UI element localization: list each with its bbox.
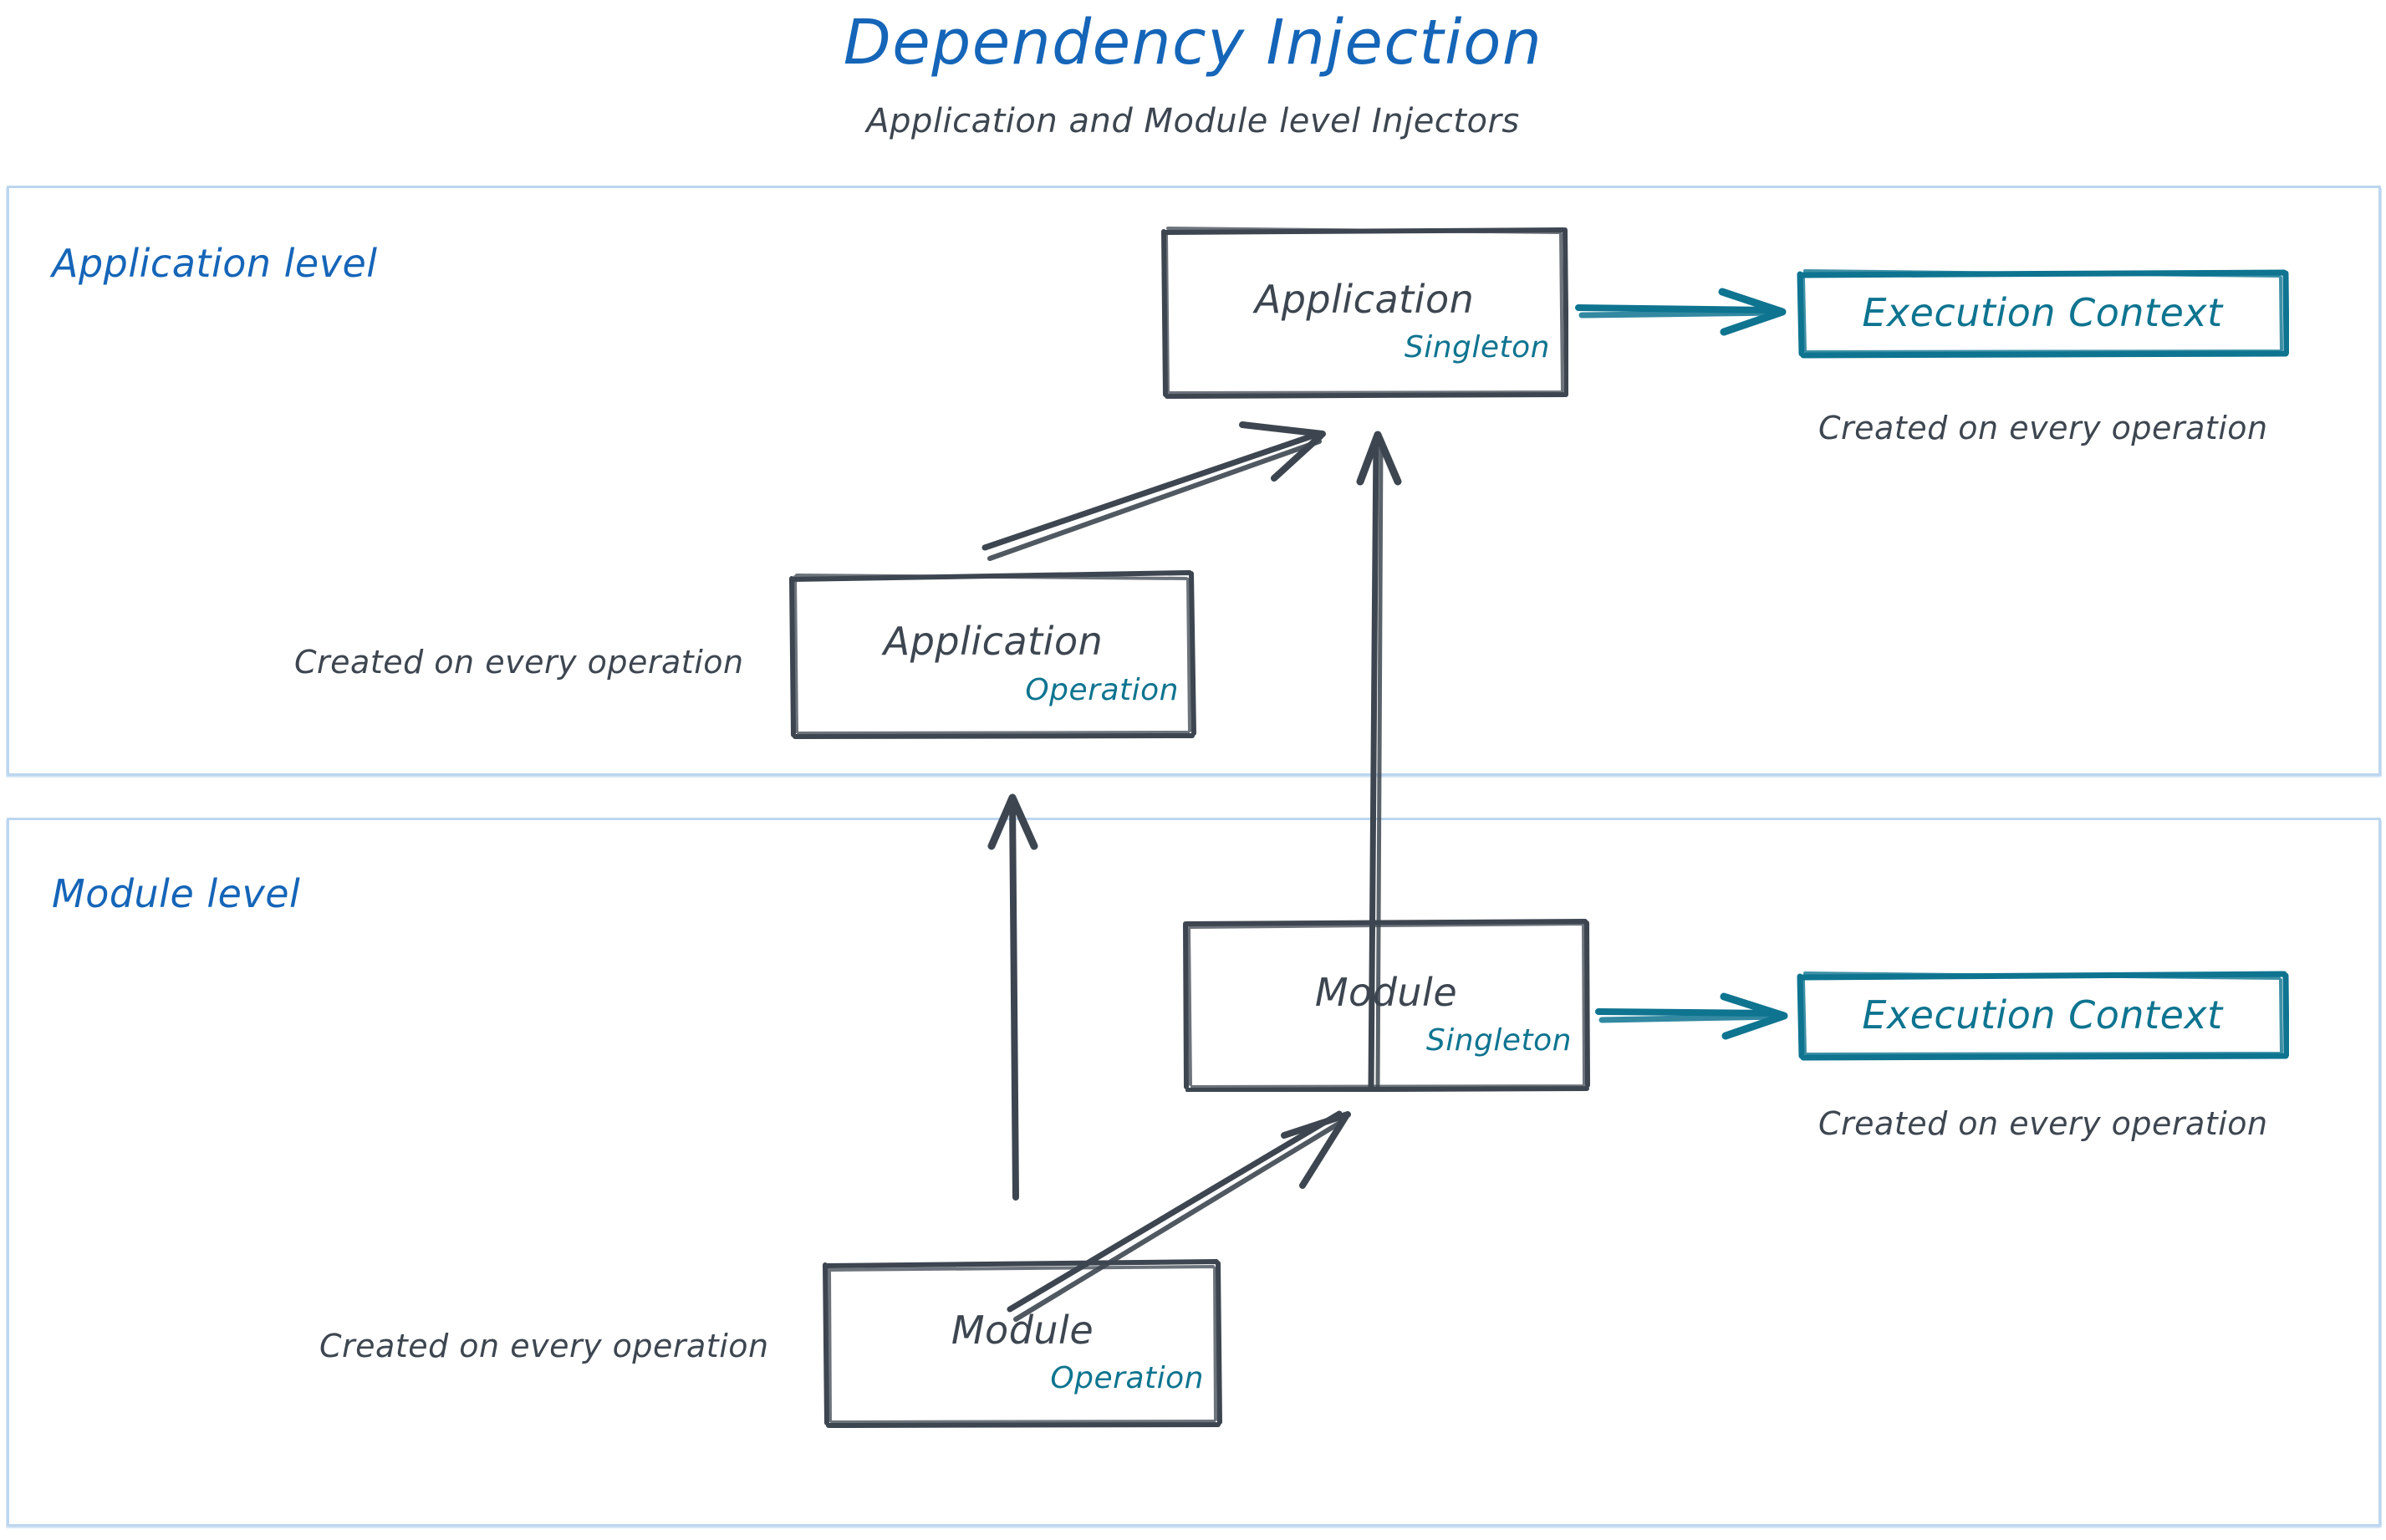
node-title: Application bbox=[883, 619, 1104, 664]
node-application-operation[interactable]: Application Operation bbox=[789, 570, 1196, 739]
caption-app-operation: Created on every operation bbox=[294, 644, 744, 681]
node-title: Application bbox=[1254, 277, 1475, 322]
node-title: Module bbox=[1314, 970, 1458, 1015]
page-title: Dependency Injection bbox=[843, 7, 1543, 79]
application-level-label: Application level bbox=[52, 241, 378, 286]
node-title: Execution Context bbox=[1862, 290, 2223, 335]
node-scope-label: Singleton bbox=[1425, 1023, 1572, 1058]
node-application-singleton[interactable]: Application Singleton bbox=[1161, 227, 1568, 399]
node-scope-label: Operation bbox=[1025, 673, 1179, 707]
caption-app-exec-context: Created on every operation bbox=[1818, 410, 2268, 446]
node-scope-label: Operation bbox=[1050, 1361, 1204, 1395]
page-subtitle: Application and Module level Injectors bbox=[866, 102, 1520, 140]
node-application-execution-context[interactable]: Execution Context bbox=[1797, 269, 2289, 359]
node-module-singleton[interactable]: Module Singleton bbox=[1183, 919, 1590, 1092]
caption-module-operation: Created on every operation bbox=[319, 1328, 769, 1364]
node-module-execution-context[interactable]: Execution Context bbox=[1797, 971, 2289, 1061]
module-level-label: Module level bbox=[52, 871, 301, 916]
application-level-panel bbox=[7, 186, 2381, 776]
node-title: Execution Context bbox=[1862, 992, 2223, 1038]
node-title: Module bbox=[951, 1308, 1094, 1353]
caption-module-exec-context: Created on every operation bbox=[1818, 1105, 2268, 1142]
module-level-panel bbox=[7, 818, 2381, 1527]
node-module-operation[interactable]: Module Operation bbox=[823, 1259, 1222, 1428]
node-scope-label: Singleton bbox=[1404, 330, 1550, 365]
